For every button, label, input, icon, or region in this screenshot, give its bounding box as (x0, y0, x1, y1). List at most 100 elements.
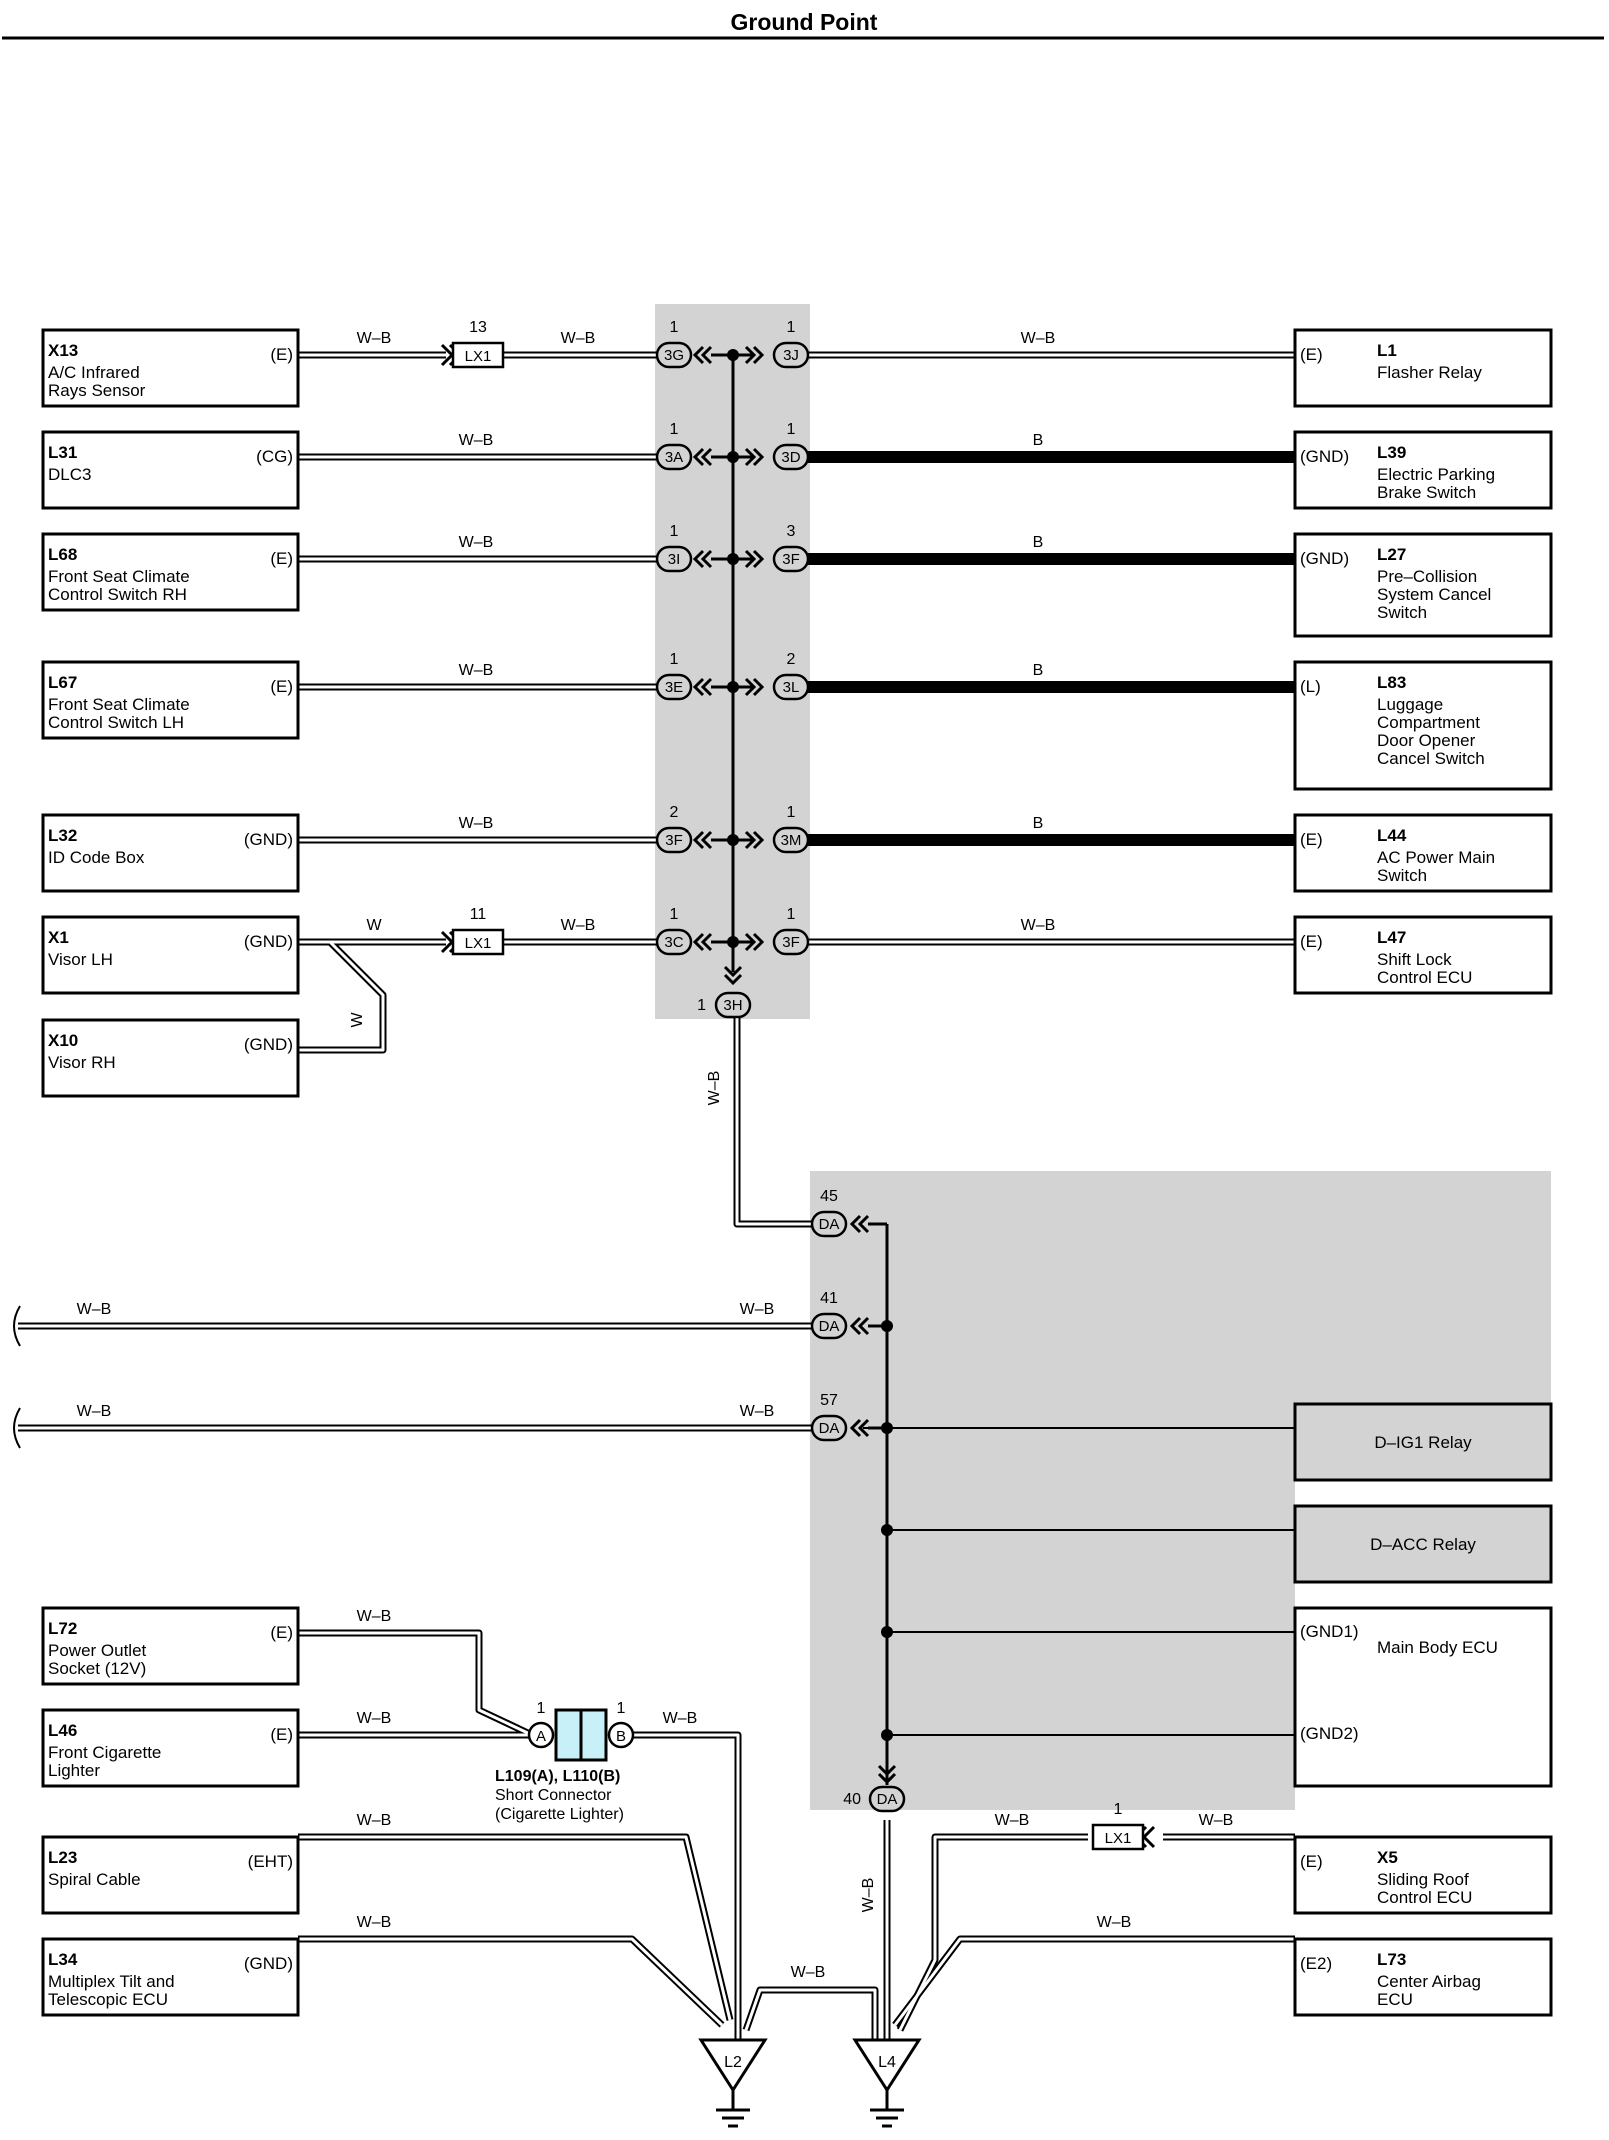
svg-text:LX1: LX1 (1105, 1830, 1132, 1847)
wire-run-core-18 (298, 1835, 732, 2021)
svg-text:41: 41 (820, 1290, 838, 1307)
svg-text:L39: L39 (1377, 443, 1406, 462)
left-component-x10: X10 Visor RH (GND) (48, 1031, 293, 1072)
wire-run-17 (618, 1731, 742, 2040)
connector-pill-1 (655, 341, 693, 369)
svg-text:W–B: W–B (663, 1710, 698, 1727)
svg-text:W–B: W–B (740, 1301, 775, 1318)
wire-run-core-20 (744, 1988, 877, 2040)
ecu-dot-4 (881, 1626, 893, 1638)
svg-text:W–B: W–B (357, 1914, 392, 1931)
svg-text:L109(A), L110(B): L109(A), L110(B) (495, 1768, 620, 1785)
connector-pill-10 (772, 826, 810, 854)
connector-pill-7 (655, 673, 693, 701)
left-component-l72: L72 Power Outlet Socket (12V) (E) (48, 1619, 293, 1678)
svg-text:1: 1 (670, 319, 679, 336)
svg-text:(L): (L) (1300, 677, 1321, 696)
bus-dot-6 (727, 936, 739, 948)
ecu-dot-2 (881, 1422, 893, 1434)
svg-text:L47: L47 (1377, 928, 1406, 947)
short-connector-end-label-2: B (616, 1728, 626, 1745)
svg-text:A/C Infrared: A/C Infrared (48, 363, 140, 382)
left-component-l31: L31 DLC3 (CG) (48, 443, 293, 484)
svg-text:57: 57 (820, 1392, 838, 1409)
svg-text:1: 1 (1114, 1801, 1123, 1818)
svg-text:3G: 3G (664, 347, 684, 364)
svg-text:Spiral Cable: Spiral Cable (48, 1870, 141, 1889)
svg-text:Switch: Switch (1377, 866, 1427, 885)
wire-runs (18, 351, 1295, 2040)
svg-text:3F: 3F (665, 832, 683, 849)
svg-text:3F: 3F (782, 551, 800, 568)
ground-l4-label: L4 (878, 2054, 896, 2071)
svg-text:(E): (E) (270, 549, 293, 568)
svg-text:Visor RH: Visor RH (48, 1053, 116, 1072)
svg-text:Rays Sensor: Rays Sensor (48, 381, 146, 400)
svg-text:3F: 3F (782, 934, 800, 951)
svg-text:Door Opener: Door Opener (1377, 731, 1476, 750)
svg-text:(E): (E) (1300, 932, 1323, 951)
arrow-down-3h (723, 965, 743, 986)
svg-text:2: 2 (670, 804, 679, 821)
svg-text:Visor LH: Visor LH (48, 950, 113, 969)
svg-text:B: B (1033, 432, 1044, 449)
svg-text:(GND): (GND) (244, 1035, 293, 1054)
bus-dot-4 (727, 681, 739, 693)
ecu-dot-1 (881, 1320, 893, 1332)
connector-pill-14 (810, 1210, 848, 1238)
svg-text:1: 1 (670, 651, 679, 668)
junction-block-row-2: 1 3A 1 3D (665, 421, 801, 466)
svg-text:L23: L23 (48, 1848, 77, 1867)
d-acc-relay-label: D–ACC Relay (1370, 1535, 1476, 1554)
wire-run-core-24 (898, 1835, 1088, 2031)
right-component-l27: (GND) L27 Pre–Collision System Cancel Sw… (1300, 545, 1491, 622)
svg-text:1: 1 (617, 1700, 626, 1717)
svg-text:Control ECU: Control ECU (1377, 1888, 1472, 1907)
svg-text:W–B: W–B (459, 815, 494, 832)
svg-text:W–B: W–B (1199, 1812, 1234, 1829)
svg-text:1: 1 (670, 523, 679, 540)
svg-text:3I: 3I (668, 551, 681, 568)
svg-text:W–B: W–B (791, 1964, 826, 1981)
arrow-left-3 (692, 549, 713, 569)
svg-text:Lighter: Lighter (48, 1761, 100, 1780)
svg-text:(E): (E) (270, 345, 293, 364)
svg-text:LX1: LX1 (465, 348, 492, 365)
svg-text:(GND): (GND) (244, 830, 293, 849)
svg-text:Sliding Roof: Sliding Roof (1377, 1870, 1469, 1889)
svg-text:L72: L72 (48, 1619, 77, 1638)
svg-text:Short Connector: Short Connector (495, 1787, 612, 1804)
svg-text:Control Switch LH: Control Switch LH (48, 713, 184, 732)
svg-text:Luggage: Luggage (1377, 695, 1443, 714)
svg-text:Switch: Switch (1377, 603, 1427, 622)
connector-pill-4 (772, 443, 810, 471)
left-component-x13: X13 A/C Infrared Rays Sensor (E) (48, 341, 293, 400)
lx1-connector-11: 11 LX1 (465, 906, 492, 952)
svg-text:B: B (1033, 534, 1044, 551)
connector-pills (655, 341, 906, 1813)
left-component-l34: L34 Multiplex Tilt and Telescopic ECU (G… (48, 1950, 293, 2009)
svg-text:L1: L1 (1377, 341, 1397, 360)
svg-text:3H: 3H (723, 997, 742, 1014)
svg-text:DA: DA (819, 1318, 840, 1335)
svg-text:Multiplex Tilt and: Multiplex Tilt and (48, 1972, 175, 1991)
left-component-l46: L46 Front Cigarette Lighter (E) (48, 1721, 293, 1780)
svg-text:1: 1 (697, 997, 706, 1014)
wire-run-core-19 (298, 1937, 724, 2027)
svg-text:W–B: W–B (995, 1812, 1030, 1829)
arrow-ecu-3 (849, 1418, 870, 1438)
arrow-down-da40 (877, 1764, 897, 1785)
svg-text:Pre–Collision: Pre–Collision (1377, 567, 1477, 586)
svg-text:Power Outlet: Power Outlet (48, 1641, 147, 1660)
ground-symbol-1 (698, 2038, 768, 2128)
wire-run-core-15 (298, 1631, 533, 1737)
svg-text:(GND): (GND) (1300, 549, 1349, 568)
junction-block-row-6: 1 3C 1 3F (664, 906, 799, 951)
svg-text:X1: X1 (48, 928, 69, 947)
lx1-connector-1: 1 LX1 (1105, 1801, 1132, 1847)
connector-pill-12 (772, 928, 810, 956)
ecu-pin-41: 41 DA (819, 1290, 840, 1335)
svg-text:Compartment: Compartment (1377, 713, 1480, 732)
wire-run-19 (298, 1935, 725, 2028)
short-connector: 1 1 L109(A), L110(B) Short Connector (Ci… (495, 1700, 635, 1823)
